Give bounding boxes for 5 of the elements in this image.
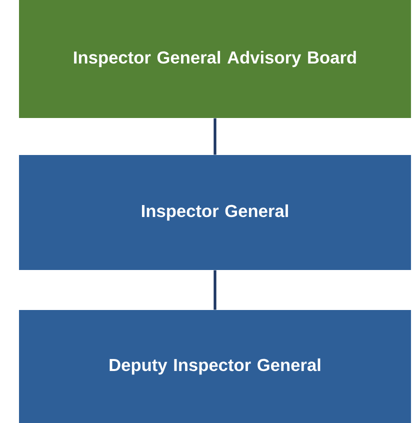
org-box: Inspector General Advisory Board (19, 0, 411, 118)
connector-line (214, 118, 216, 155)
org-box: Deputy Inspector General (19, 310, 411, 423)
connector-line (214, 270, 216, 310)
org-box: Inspector General (19, 155, 411, 270)
